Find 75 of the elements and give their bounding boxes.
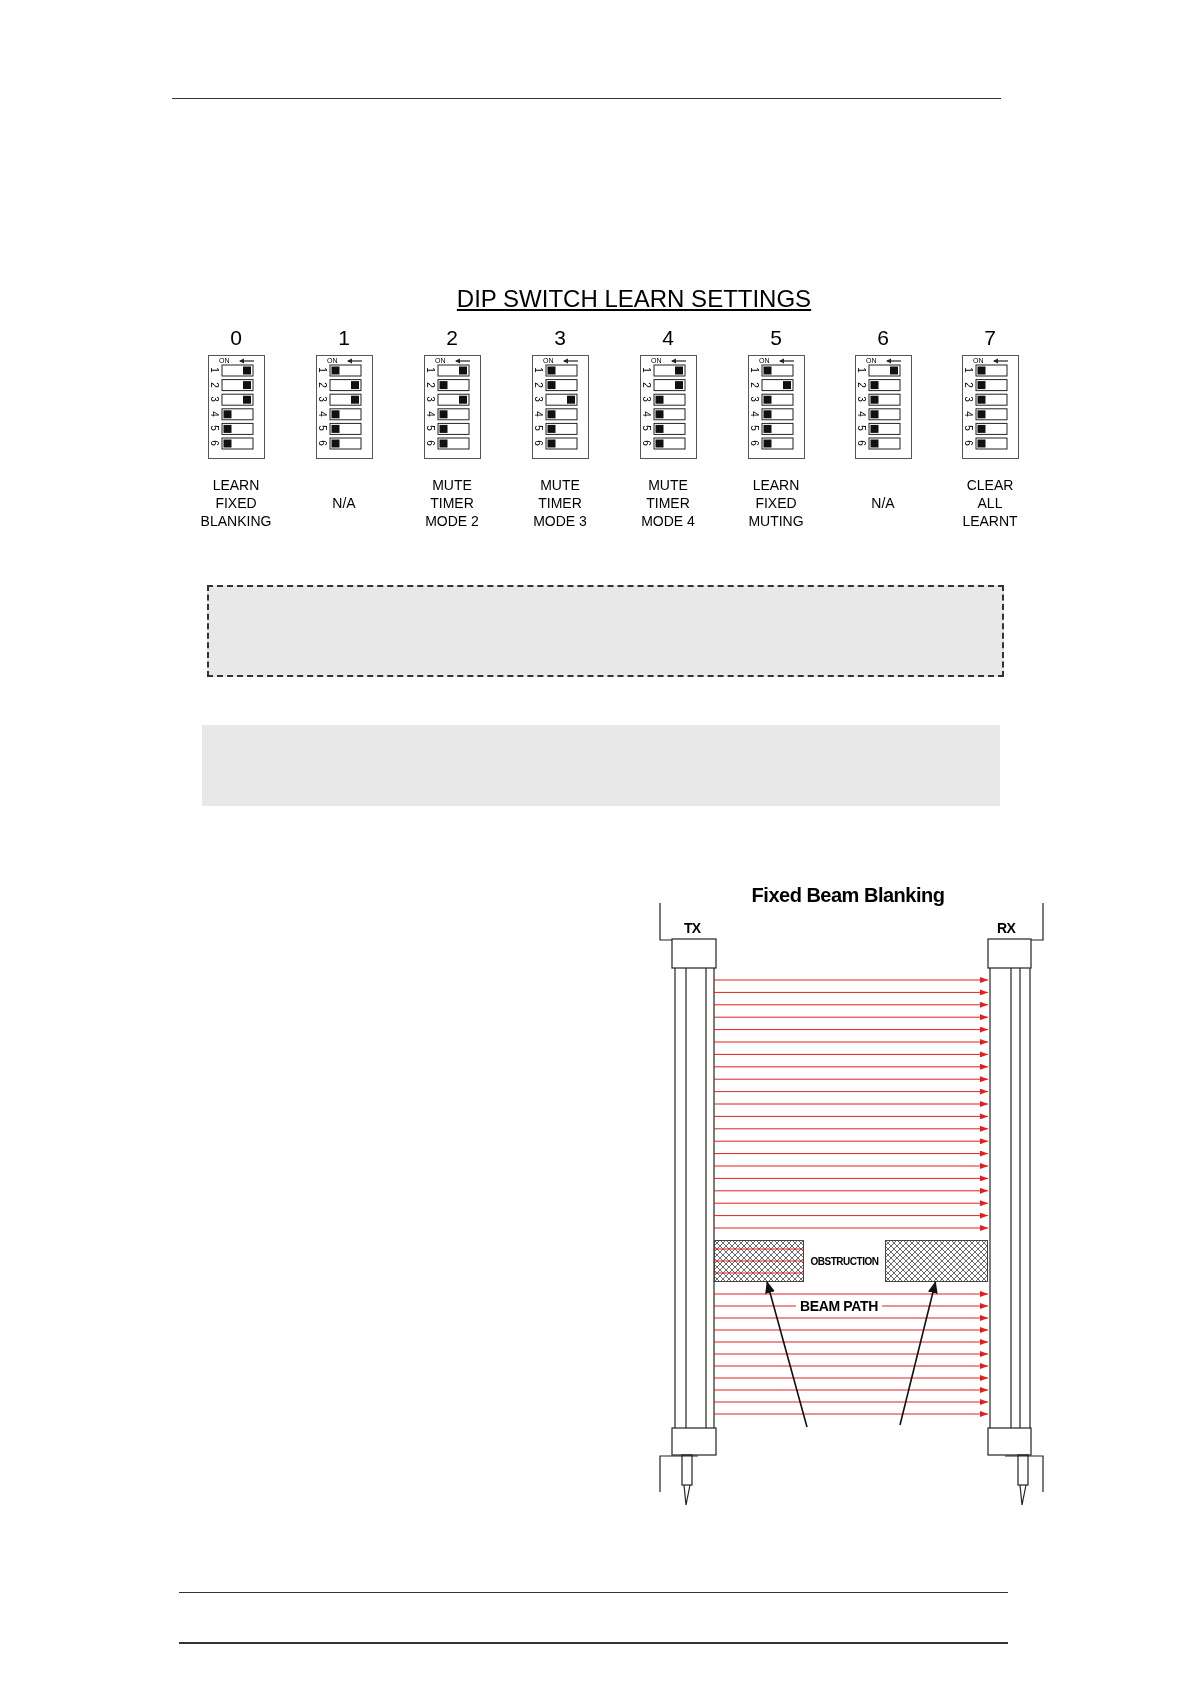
switch-number: 4 bbox=[424, 411, 435, 417]
switch-number: 3 bbox=[316, 396, 327, 402]
switch-number: 2 bbox=[316, 381, 327, 388]
transmitter-label: TX bbox=[684, 921, 701, 935]
switch-number: 4 bbox=[855, 411, 866, 417]
switch-number: 5 bbox=[748, 425, 759, 432]
switch-number: 1 bbox=[424, 367, 435, 373]
switch-number: 5 bbox=[532, 425, 543, 432]
setting-number: 0 bbox=[229, 327, 243, 348]
switch-number: 4 bbox=[532, 411, 543, 417]
setting-description: CLEAR ALL LEARNT bbox=[961, 476, 1019, 530]
switch-number: 3 bbox=[855, 396, 866, 402]
switch-number: 6 bbox=[316, 440, 327, 446]
switch-number: 6 bbox=[532, 440, 543, 446]
setting-number: 6 bbox=[876, 327, 890, 348]
switch-number: 1 bbox=[208, 367, 219, 373]
switch-number: 6 bbox=[208, 440, 219, 446]
setting-description: N/A bbox=[870, 494, 896, 512]
setting-description: MUTE TIMER MODE 4 bbox=[640, 476, 696, 530]
switch-number: 6 bbox=[855, 440, 866, 446]
setting-number: 3 bbox=[553, 327, 567, 348]
hatched-area bbox=[714, 1240, 804, 1282]
switch-number: 5 bbox=[640, 425, 651, 432]
obstruction-label: OBSTRUCTION bbox=[810, 1254, 879, 1269]
hatched-area bbox=[885, 1240, 988, 1282]
switch-number: 3 bbox=[748, 396, 759, 402]
setting-number: 2 bbox=[445, 327, 459, 348]
setting-description: N/A bbox=[331, 494, 357, 512]
switch-number: 5 bbox=[855, 425, 866, 432]
setting-number: 1 bbox=[337, 327, 351, 348]
switch-number: 2 bbox=[208, 381, 219, 388]
switch-number: 5 bbox=[316, 425, 327, 432]
switch-number: 1 bbox=[532, 367, 543, 373]
switch-number: 3 bbox=[640, 396, 651, 402]
setting-description: MUTE TIMER MODE 3 bbox=[532, 476, 588, 530]
receiver-label: RX bbox=[997, 921, 1016, 935]
switch-number: 3 bbox=[424, 396, 435, 402]
setting-description: MUTE TIMER MODE 2 bbox=[424, 476, 480, 530]
note-panel bbox=[207, 585, 1004, 677]
switch-number: 1 bbox=[855, 367, 866, 373]
setting-number: 7 bbox=[983, 327, 997, 348]
setting-number: 4 bbox=[661, 327, 675, 348]
setting-number: 5 bbox=[769, 327, 783, 348]
switch-number: 2 bbox=[640, 381, 651, 388]
switch-number: 5 bbox=[962, 425, 973, 432]
switch-number: 4 bbox=[640, 411, 651, 417]
switch-number: 5 bbox=[208, 425, 219, 432]
switch-number: 6 bbox=[962, 440, 973, 446]
switch-number: 4 bbox=[748, 411, 759, 417]
switch-number: 1 bbox=[748, 367, 759, 373]
switch-number: 2 bbox=[855, 381, 866, 388]
switch-number: 2 bbox=[748, 381, 759, 388]
switch-number: 4 bbox=[962, 411, 973, 417]
switch-number: 6 bbox=[640, 440, 651, 446]
switch-number: 6 bbox=[424, 440, 435, 446]
switch-number: 3 bbox=[208, 396, 219, 402]
leader-arrow bbox=[765, 1281, 808, 1428]
switch-number: 3 bbox=[962, 396, 973, 402]
switch-number: 4 bbox=[316, 411, 327, 417]
section-title: DIP SWITCH LEARN SETTINGS bbox=[455, 287, 813, 311]
switch-number: 2 bbox=[532, 381, 543, 388]
setting-description: LEARN FIXED MUTING bbox=[747, 476, 805, 530]
switch-number: 2 bbox=[962, 381, 973, 388]
switch-number: 1 bbox=[640, 367, 651, 373]
setting-description: LEARN FIXED BLANKING bbox=[199, 476, 273, 530]
beam-path-label: BEAM PATH bbox=[796, 1299, 882, 1313]
figure-title: Fixed Beam Blanking bbox=[750, 885, 946, 905]
switch-number: 4 bbox=[208, 411, 219, 417]
switch-number: 5 bbox=[424, 425, 435, 432]
switch-number: 2 bbox=[424, 381, 435, 388]
leader-arrow bbox=[899, 1281, 938, 1426]
switch-number: 1 bbox=[962, 367, 973, 373]
switch-number: 6 bbox=[748, 440, 759, 446]
switch-number: 3 bbox=[532, 396, 543, 402]
switch-number: 1 bbox=[316, 367, 327, 373]
